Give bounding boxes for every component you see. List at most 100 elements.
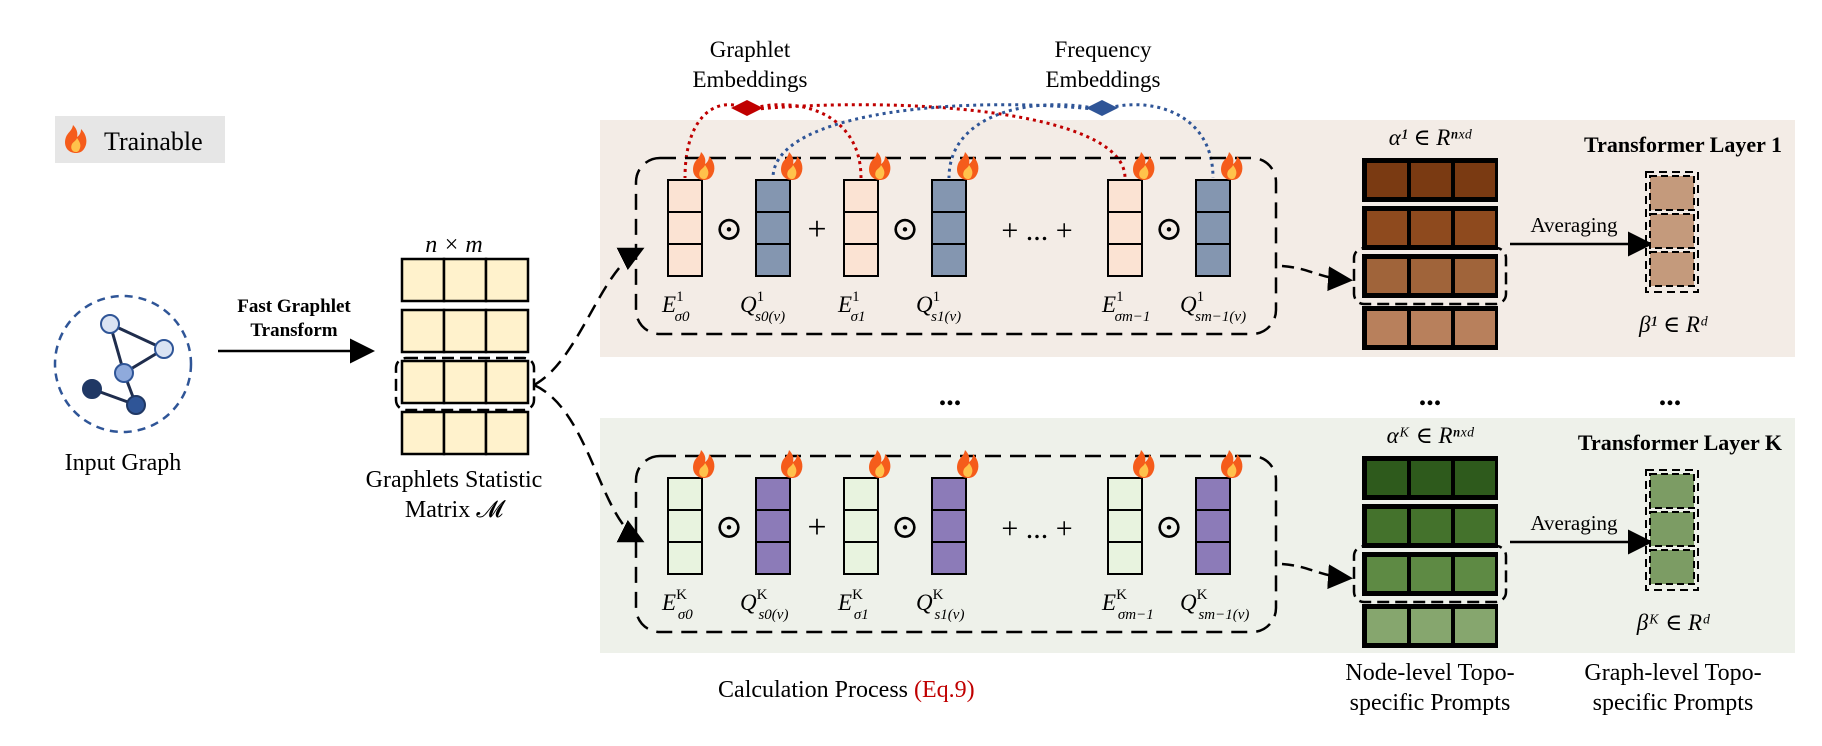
graph-prompts-caption-line2: specific Prompts bbox=[1593, 690, 1754, 716]
fire-icon bbox=[1221, 152, 1243, 180]
layerK-alpha-cell bbox=[1455, 557, 1495, 591]
graph-node bbox=[100, 314, 120, 334]
graph-node bbox=[114, 363, 134, 383]
graph-node bbox=[154, 339, 174, 359]
layerK-alpha-cell bbox=[1367, 557, 1407, 591]
graph-prompts-caption-line1: Graph-level Topo- bbox=[1584, 660, 1761, 686]
layer1-title: Transformer Layer 1 bbox=[1584, 132, 1782, 157]
layerK-alpha-label: αᴷ ∈ Rⁿˣᵈ bbox=[1387, 423, 1475, 448]
layerK-alpha-cell bbox=[1367, 461, 1407, 495]
layerK-alpha-cell bbox=[1455, 461, 1495, 495]
layer1-operator: + ... + bbox=[1001, 214, 1072, 247]
layerK-alpha-cell bbox=[1411, 509, 1451, 543]
layer1-graphlet-vector bbox=[843, 179, 879, 277]
layerK-beta-outline bbox=[1645, 469, 1699, 591]
layerK-alpha-cell bbox=[1411, 557, 1451, 591]
legend: Trainable bbox=[55, 116, 225, 163]
layerK-alpha-highlight bbox=[1352, 544, 1508, 604]
transform-label-line2: Transform bbox=[250, 320, 337, 341]
layerK-frequency-vector-cell bbox=[931, 477, 967, 511]
graphlet-embeddings-label-line1: Graphlet bbox=[710, 37, 791, 62]
matrix-cell bbox=[442, 308, 488, 354]
layerK-alpha-cell bbox=[1411, 609, 1451, 643]
layerK-frequency-vector-cell bbox=[1195, 541, 1231, 575]
layerK-beta-label: βᴷ ∈ Rᵈ bbox=[1636, 610, 1710, 635]
layer1-graphlet-vector bbox=[1107, 179, 1143, 277]
input-graph-label: Input Graph bbox=[65, 450, 182, 476]
layerK-alpha-cell bbox=[1411, 461, 1451, 495]
layer1-graphlet-vector-cell bbox=[1107, 243, 1143, 277]
graphlet-statistic-matrix: n × m Graphlets Statistic Matrix 𝓜 bbox=[366, 232, 543, 523]
layerK-frequency-vector-cell bbox=[931, 541, 967, 575]
layerK-graphlet-vector-cell bbox=[843, 541, 879, 575]
layerK-beta-cell bbox=[1649, 473, 1695, 509]
fire-icon bbox=[869, 152, 891, 180]
fire-icon bbox=[693, 450, 715, 478]
layerK-alpha-cell bbox=[1367, 509, 1407, 543]
layer1-alpha-cell bbox=[1411, 163, 1451, 197]
calc-caption: Calculation Process (Eq.9) bbox=[718, 677, 975, 703]
matrix-cell bbox=[400, 359, 446, 405]
layerK-operator: ⊙ bbox=[891, 509, 920, 546]
layer1-alpha-cell bbox=[1411, 211, 1451, 245]
layerK-graphlet-vector bbox=[1107, 477, 1143, 575]
layer1-frequency-vector bbox=[931, 179, 967, 277]
layer1-alpha-label: α¹ ∈ Rⁿˣᵈ bbox=[1389, 125, 1472, 150]
layerK-frequency-vector-cell bbox=[931, 509, 967, 543]
fire-icon bbox=[957, 450, 979, 478]
layer1-averaging-label: Averaging bbox=[1530, 213, 1618, 237]
layer1-graphlet-vector-cell bbox=[1107, 179, 1143, 213]
graphlet-embedding-marker bbox=[731, 100, 763, 116]
matrix-dims-label: n × m bbox=[425, 232, 483, 258]
matrix-cell bbox=[484, 410, 530, 456]
layer1-alpha-cell bbox=[1367, 311, 1407, 345]
fire-icon bbox=[65, 125, 87, 153]
calc-caption-text: Calculation Process bbox=[718, 677, 908, 703]
layer1-graphlet-vector bbox=[667, 179, 703, 277]
layerK-frequency-vector bbox=[931, 477, 967, 575]
layerK-graphlet-vector bbox=[843, 477, 879, 575]
fire-icon bbox=[1221, 450, 1243, 478]
fire-icon bbox=[781, 450, 803, 478]
calc-caption-ref: (Eq.9) bbox=[914, 677, 975, 703]
layerK-graphlet-vector bbox=[667, 477, 703, 575]
layer1-frequency-vector-cell bbox=[755, 179, 791, 213]
fire-icon bbox=[869, 450, 891, 478]
layer1-operator: ⊙ bbox=[715, 211, 744, 248]
layer1-alpha-cell bbox=[1411, 311, 1451, 345]
layerK-graphlet-vector-cell bbox=[667, 541, 703, 575]
node-prompts-caption-line1: Node-level Topo- bbox=[1345, 660, 1514, 686]
layerK-formula-box bbox=[634, 454, 1278, 634]
matrix-caption-line1: Graphlets Statistic bbox=[366, 467, 543, 493]
layerK-graphlet-vector-cell bbox=[1107, 477, 1143, 511]
layer1-alpha-cell bbox=[1411, 259, 1451, 293]
legend-label: Trainable bbox=[104, 127, 203, 156]
matrix-to-layer1-arrow bbox=[533, 247, 645, 387]
layer1-beta-label: β¹ ∈ Rᵈ bbox=[1638, 312, 1708, 337]
layer1-frequency-vector-cell bbox=[1195, 179, 1231, 213]
layer1-frequency-vector-cell bbox=[755, 211, 791, 245]
layerK-graphlet-vector-cell bbox=[667, 509, 703, 543]
frequency-embeddings-label-line1: Frequency bbox=[1054, 37, 1152, 62]
layerK-graphlet-vector-cell bbox=[843, 477, 879, 511]
layer1-alpha-cell bbox=[1455, 311, 1495, 345]
fire-icon bbox=[1133, 152, 1155, 180]
layerK-alpha-cell bbox=[1367, 609, 1407, 643]
layerK-operator: + ... + bbox=[1001, 512, 1072, 545]
layerK-alpha-cell bbox=[1455, 509, 1495, 543]
input-graph: Input Graph bbox=[53, 294, 193, 476]
layer1-alpha-cell bbox=[1455, 259, 1495, 293]
matrix-cell bbox=[484, 257, 530, 303]
layerK-frequency-vector-cell bbox=[755, 509, 791, 543]
matrix-cell bbox=[442, 410, 488, 456]
matrix-caption-line2: Matrix 𝓜 bbox=[405, 497, 506, 523]
layer1-beta-cell bbox=[1649, 175, 1695, 211]
layerK-graphlet-vector-cell bbox=[843, 509, 879, 543]
alpha-ellipsis: ... bbox=[1419, 379, 1442, 412]
layer1-beta-outline bbox=[1645, 171, 1699, 293]
